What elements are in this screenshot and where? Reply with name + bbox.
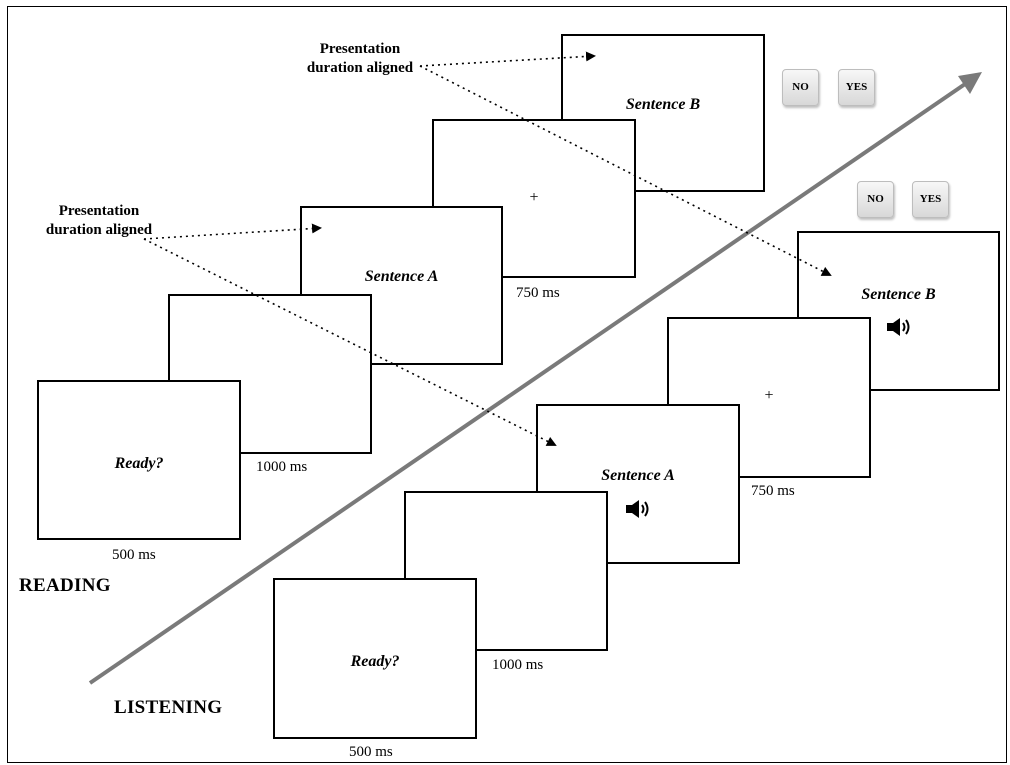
listening-yes-key: YES [912, 181, 949, 218]
arrow-head-icon [958, 72, 982, 94]
note-duration-aligned-left: Presentation duration aligned [45, 203, 153, 238]
note-duration-aligned-top: Presentation duration aligned [306, 41, 414, 76]
listening-sentence-b-text: Sentence B [861, 286, 936, 303]
listening-no-key: NO [857, 181, 894, 218]
reading-sentence-a-text: Sentence A [364, 268, 439, 285]
listening-fixation-cross: + [764, 387, 774, 404]
listening-duration-ready: 500 ms [349, 744, 393, 760]
listening-duration-fixation: 750 ms [751, 483, 795, 499]
reading-sentence-b-text: Sentence B [625, 96, 701, 113]
condition-label-reading: READING [19, 575, 111, 596]
alignment-arrows-top [419, 51, 832, 276]
listening-duration-blank: 1000 ms [492, 657, 544, 673]
reading-duration-fixation: 750 ms [516, 285, 560, 301]
reading-no-key: NO [782, 69, 819, 106]
listening-screen-ready: Ready? [273, 578, 477, 739]
speaker-icon [626, 500, 649, 518]
reading-ready-text: Ready? [114, 455, 164, 472]
listening-sentence-a-text: Sentence A [601, 467, 675, 484]
condition-label-listening: LISTENING [114, 697, 223, 718]
listening-screen-fixation: + [667, 317, 871, 478]
reading-duration-blank: 1000 ms [256, 459, 308, 475]
reading-duration-ready: 500 ms [112, 547, 156, 563]
alignment-arrows-left [143, 223, 557, 446]
speaker-icon [886, 318, 909, 336]
reading-screen-ready: Ready? [37, 380, 241, 540]
figure-frame [7, 6, 1007, 763]
condition-divider-arrow [88, 72, 982, 685]
reading-yes-key: YES [838, 69, 875, 106]
reading-fixation-cross: + [529, 189, 539, 206]
listening-ready-text: Ready? [350, 653, 400, 670]
